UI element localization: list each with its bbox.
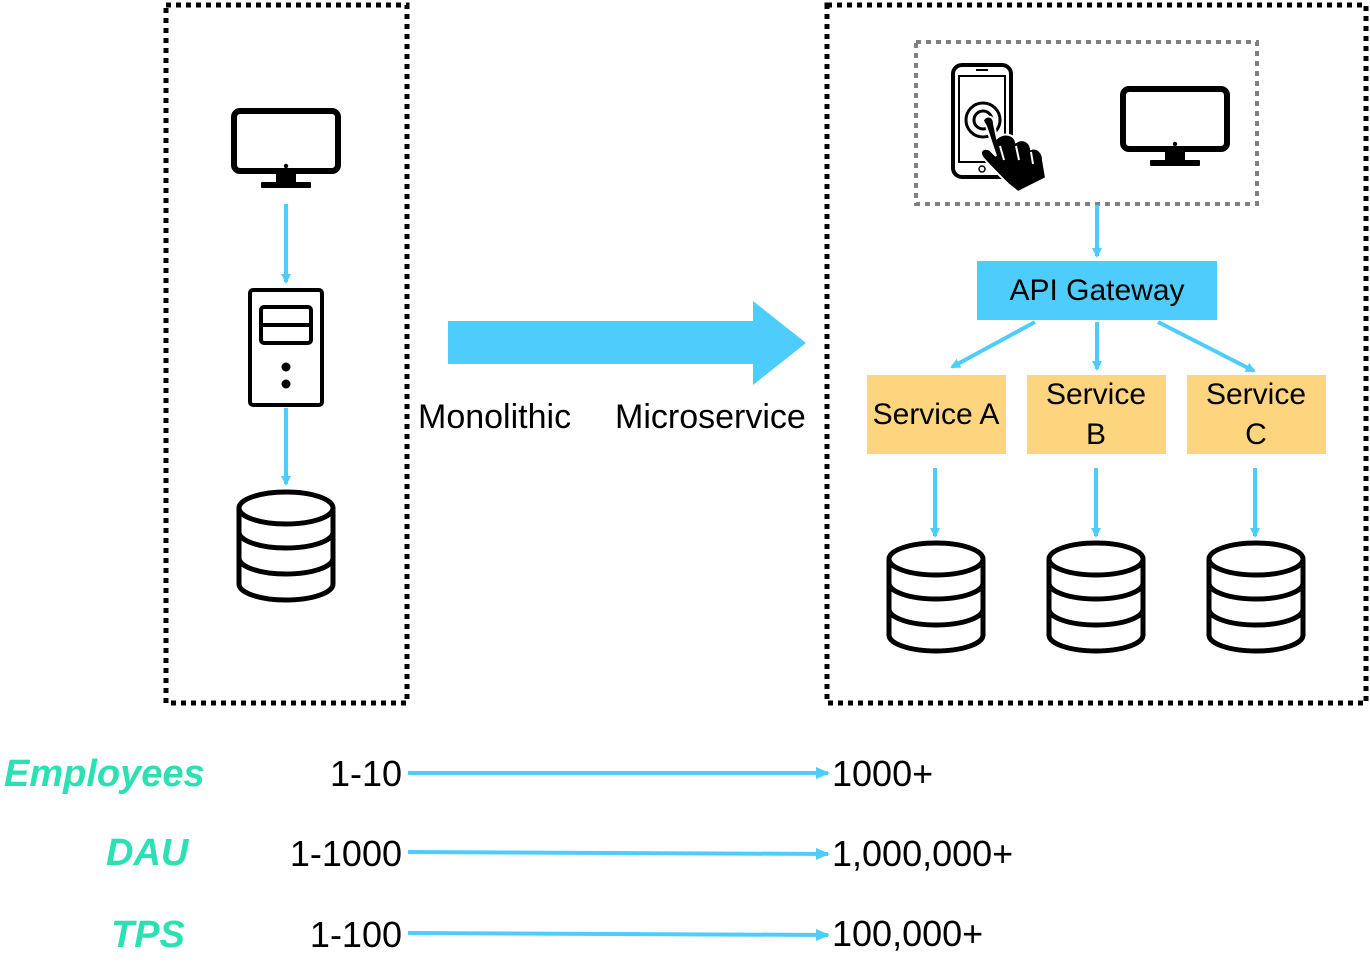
metric-arrow (407, 928, 830, 941)
database-icon (1209, 543, 1303, 651)
server-icon (248, 288, 324, 407)
service-b-label-line1: Service (1046, 378, 1146, 411)
monitor-icon (234, 111, 338, 188)
service-c-box (1187, 375, 1326, 454)
metric-name: TPS (111, 914, 185, 956)
metric-row-dau: DAU 1-1000 1,000,000+ (106, 832, 1013, 874)
database-icon (239, 492, 333, 600)
api-gateway-box (977, 261, 1217, 320)
metric-to: 100,000+ (832, 913, 983, 954)
microservice-label: Microservice (615, 398, 806, 436)
metric-from: 1-1000 (290, 833, 402, 874)
database-icon (889, 543, 983, 651)
metric-name: Employees (4, 753, 205, 795)
metric-row-tps: TPS 1-100 100,000+ (111, 913, 983, 956)
metric-from: 1-100 (310, 914, 402, 955)
service-b-box (1027, 375, 1166, 454)
gateway-to-service-c-arrow (1157, 320, 1256, 373)
smartphone-touch-icon (951, 63, 1048, 194)
api-gateway-label: API Gateway (1009, 274, 1184, 307)
metric-to: 1,000,000+ (832, 833, 1013, 874)
metric-to: 1000+ (832, 753, 933, 794)
service-a-box (867, 375, 1006, 454)
monitor-icon (1123, 89, 1227, 166)
transition-arrow (448, 301, 806, 385)
service-a-label: Service A (873, 398, 1000, 431)
monolithic-label: Monolithic (418, 398, 571, 436)
metric-name: DAU (106, 832, 190, 874)
metric-row-employees: Employees 1-10 1000+ (4, 753, 933, 795)
gateway-to-service-a-arrow (950, 320, 1036, 369)
metric-arrow (407, 847, 830, 860)
service-c-label-line1: Service (1206, 378, 1306, 411)
service-b-label-line2: B (1086, 418, 1106, 451)
database-icon (1049, 543, 1143, 651)
monolithic-container (163, 2, 410, 706)
client-group (914, 40, 1259, 206)
microservice-container (824, 2, 1369, 706)
metric-from: 1-10 (330, 753, 402, 794)
service-c-label-line2: C (1245, 418, 1267, 451)
